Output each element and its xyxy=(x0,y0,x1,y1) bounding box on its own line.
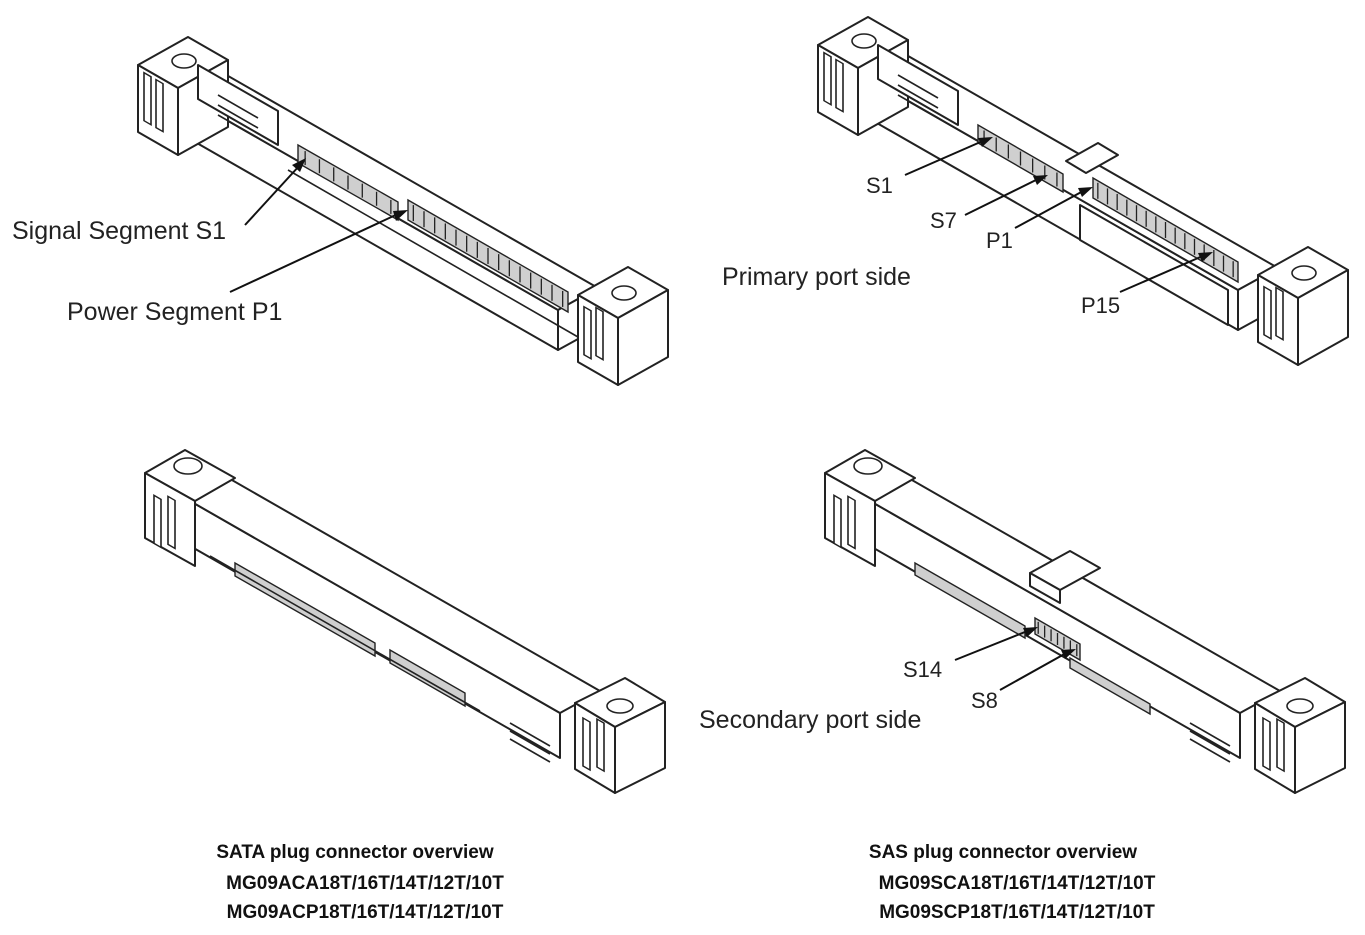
signal-segment-pins xyxy=(304,151,392,214)
pin-p15-label: P15 xyxy=(1081,293,1121,318)
secondary-port-side-label: Secondary port side xyxy=(699,706,922,734)
sata-connector-top-view xyxy=(137,36,669,386)
power-segment-pins xyxy=(412,205,564,307)
pin-s8-label: S8 xyxy=(971,688,998,713)
signal-segment-label: Signal Segment S1 xyxy=(12,217,227,245)
sas-secondary-segment-pins xyxy=(1037,621,1078,657)
sas-connector-bottom-view xyxy=(824,449,1346,794)
primary-port-side-label: Primary port side xyxy=(722,263,911,291)
power-segment-label: Power Segment P1 xyxy=(67,298,283,326)
sata-caption-model-2: MG09ACP18T/16T/14T/12T/10T xyxy=(226,902,504,923)
sas-connector-top-view xyxy=(817,16,1349,366)
pin-s7-label: S7 xyxy=(930,208,957,233)
pin-s14-label: S14 xyxy=(903,657,943,682)
sas-caption-model-2: MG09SCP18T/16T/14T/12T/10T xyxy=(879,902,1155,923)
sata-caption-title: SATA plug connector overview xyxy=(216,842,494,863)
leader-arrows xyxy=(229,137,1213,691)
sata-connector-bottom-view xyxy=(144,449,666,794)
sata-caption-model-1: MG09ACA18T/16T/14T/12T/10T xyxy=(226,873,504,894)
sas-caption-model-1: MG09SCA18T/16T/14T/12T/10T xyxy=(878,873,1156,894)
pin-s1-label: S1 xyxy=(866,173,893,198)
sas-caption-title: SAS plug connector overview xyxy=(868,842,1138,863)
sas-power-segment-pins xyxy=(1097,182,1234,278)
pin-p1-label: P1 xyxy=(986,228,1013,253)
